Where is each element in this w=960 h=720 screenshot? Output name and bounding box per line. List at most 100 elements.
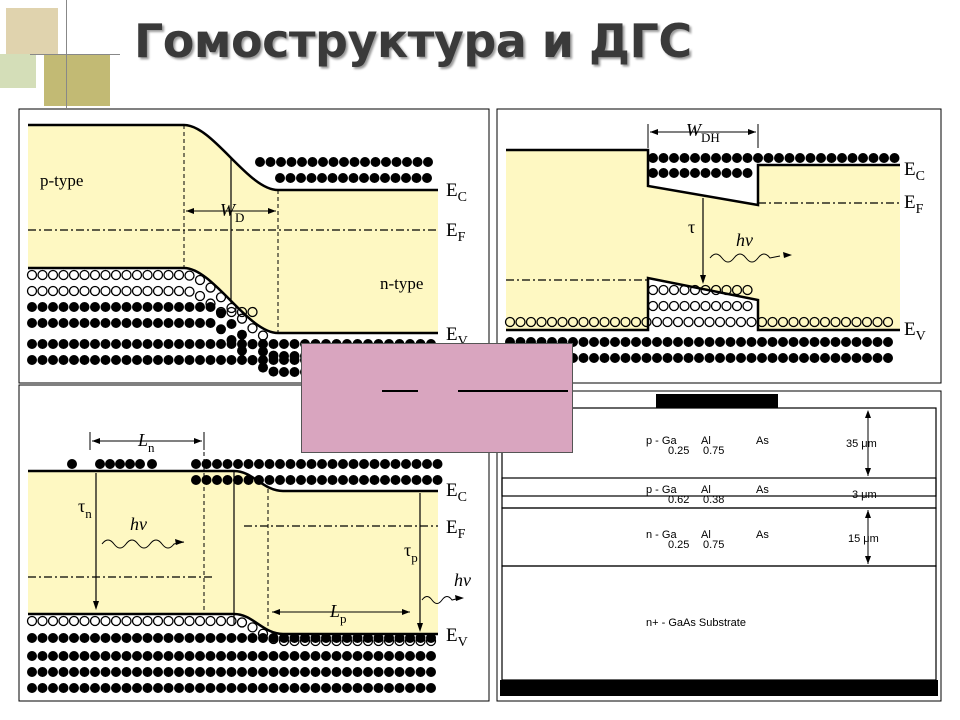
cladding-left-fill bbox=[506, 150, 648, 330]
electron bbox=[115, 459, 125, 469]
hole bbox=[620, 316, 631, 328]
valence-electron bbox=[58, 302, 69, 312]
hole bbox=[236, 306, 248, 318]
valence-electron bbox=[132, 651, 142, 661]
electron bbox=[359, 459, 369, 469]
photon-arrowhead bbox=[783, 252, 792, 258]
valence-electron bbox=[226, 319, 237, 330]
valence-electron bbox=[300, 683, 310, 693]
layer-3: n - Ga 0.25 Al 0.75 As 15 μm bbox=[646, 529, 879, 551]
valence-electron bbox=[321, 683, 331, 693]
deco-square-olive bbox=[44, 54, 110, 106]
valence-electron bbox=[247, 339, 258, 349]
valence-electron bbox=[599, 353, 610, 363]
valence-electron bbox=[48, 318, 58, 328]
valence-electron bbox=[184, 339, 195, 349]
valence-electron bbox=[27, 355, 37, 365]
hole bbox=[599, 316, 610, 328]
valence-electron bbox=[767, 353, 778, 363]
arrowhead-right bbox=[194, 438, 202, 444]
layer-1: p - Ga 0.25 Al 0.75 As 35 μm bbox=[646, 435, 877, 457]
valence-electron bbox=[279, 339, 289, 349]
valence-electron bbox=[289, 367, 300, 377]
valence-electron bbox=[27, 667, 37, 677]
electron bbox=[338, 459, 348, 469]
electron bbox=[147, 459, 157, 469]
hole bbox=[163, 285, 174, 297]
electron bbox=[338, 475, 348, 485]
hole bbox=[672, 316, 684, 328]
electron bbox=[348, 459, 359, 469]
thickness-arrow-1-top bbox=[865, 410, 871, 418]
valence-electron bbox=[352, 633, 363, 643]
photon-wave-left bbox=[101, 539, 185, 549]
valence-electron bbox=[111, 633, 121, 643]
valence-electron bbox=[153, 318, 163, 328]
valence-electron bbox=[205, 318, 216, 328]
valence-electron bbox=[715, 337, 725, 347]
electron bbox=[753, 153, 763, 163]
valence-electron bbox=[174, 683, 184, 693]
panel-homojunction-forward-bias: Ln Lp τn τp hν hν EC EF EV bbox=[18, 384, 490, 702]
hole bbox=[121, 285, 132, 297]
electron bbox=[837, 153, 847, 163]
hole bbox=[142, 269, 153, 281]
electron bbox=[381, 157, 391, 167]
valence-electron bbox=[279, 367, 289, 377]
hole bbox=[173, 285, 185, 297]
layer-composition: p - Ga 0.25 Al 0.75 As bbox=[646, 435, 769, 457]
valence-electron bbox=[69, 633, 79, 643]
hole-lifetime-label: τp bbox=[404, 540, 418, 565]
valence-electron bbox=[610, 353, 620, 363]
hole bbox=[662, 316, 673, 328]
electron bbox=[805, 153, 816, 163]
hole bbox=[536, 316, 547, 328]
valence-electron bbox=[216, 651, 226, 661]
valence-electron bbox=[90, 339, 100, 349]
hole bbox=[735, 316, 747, 328]
hole bbox=[840, 316, 852, 328]
electron-lifetime-label: τn bbox=[78, 496, 92, 521]
valence-electron bbox=[48, 683, 58, 693]
hole bbox=[819, 316, 831, 328]
hole-recombination-head bbox=[417, 623, 423, 632]
valence-electron bbox=[27, 683, 37, 693]
hole bbox=[247, 306, 258, 318]
electron bbox=[276, 157, 286, 167]
hole bbox=[142, 285, 153, 297]
hole bbox=[704, 316, 715, 328]
valence-electron bbox=[205, 651, 216, 661]
hole bbox=[89, 285, 101, 297]
valence-electron bbox=[620, 353, 631, 363]
electron bbox=[296, 173, 306, 183]
hole bbox=[173, 615, 185, 627]
valence-electron bbox=[48, 302, 58, 312]
valence-electron bbox=[153, 302, 163, 312]
valence-electron bbox=[694, 353, 704, 363]
hole bbox=[205, 282, 216, 293]
electron bbox=[243, 459, 254, 469]
valence-electron bbox=[111, 318, 121, 328]
hole bbox=[37, 615, 48, 627]
valence-electron bbox=[809, 353, 820, 363]
valence-electron bbox=[830, 353, 841, 363]
valence-electron bbox=[268, 633, 279, 643]
valence-electron bbox=[216, 339, 226, 349]
valence-electron bbox=[415, 667, 426, 677]
valence-electron bbox=[27, 302, 37, 312]
hole bbox=[47, 285, 59, 297]
hole bbox=[58, 615, 69, 627]
valence-electron bbox=[405, 683, 415, 693]
valence-electron bbox=[184, 302, 195, 312]
valence-electron bbox=[163, 339, 174, 349]
arrowhead-right bbox=[268, 208, 276, 214]
valence-electron bbox=[736, 337, 746, 347]
hole bbox=[37, 285, 48, 297]
valence-electron bbox=[58, 633, 69, 643]
valence-electron bbox=[100, 302, 111, 312]
valence-electron bbox=[153, 355, 163, 365]
electron bbox=[125, 459, 135, 469]
valence-electron bbox=[268, 355, 279, 365]
electron bbox=[401, 173, 411, 183]
valence-electron bbox=[757, 353, 767, 363]
